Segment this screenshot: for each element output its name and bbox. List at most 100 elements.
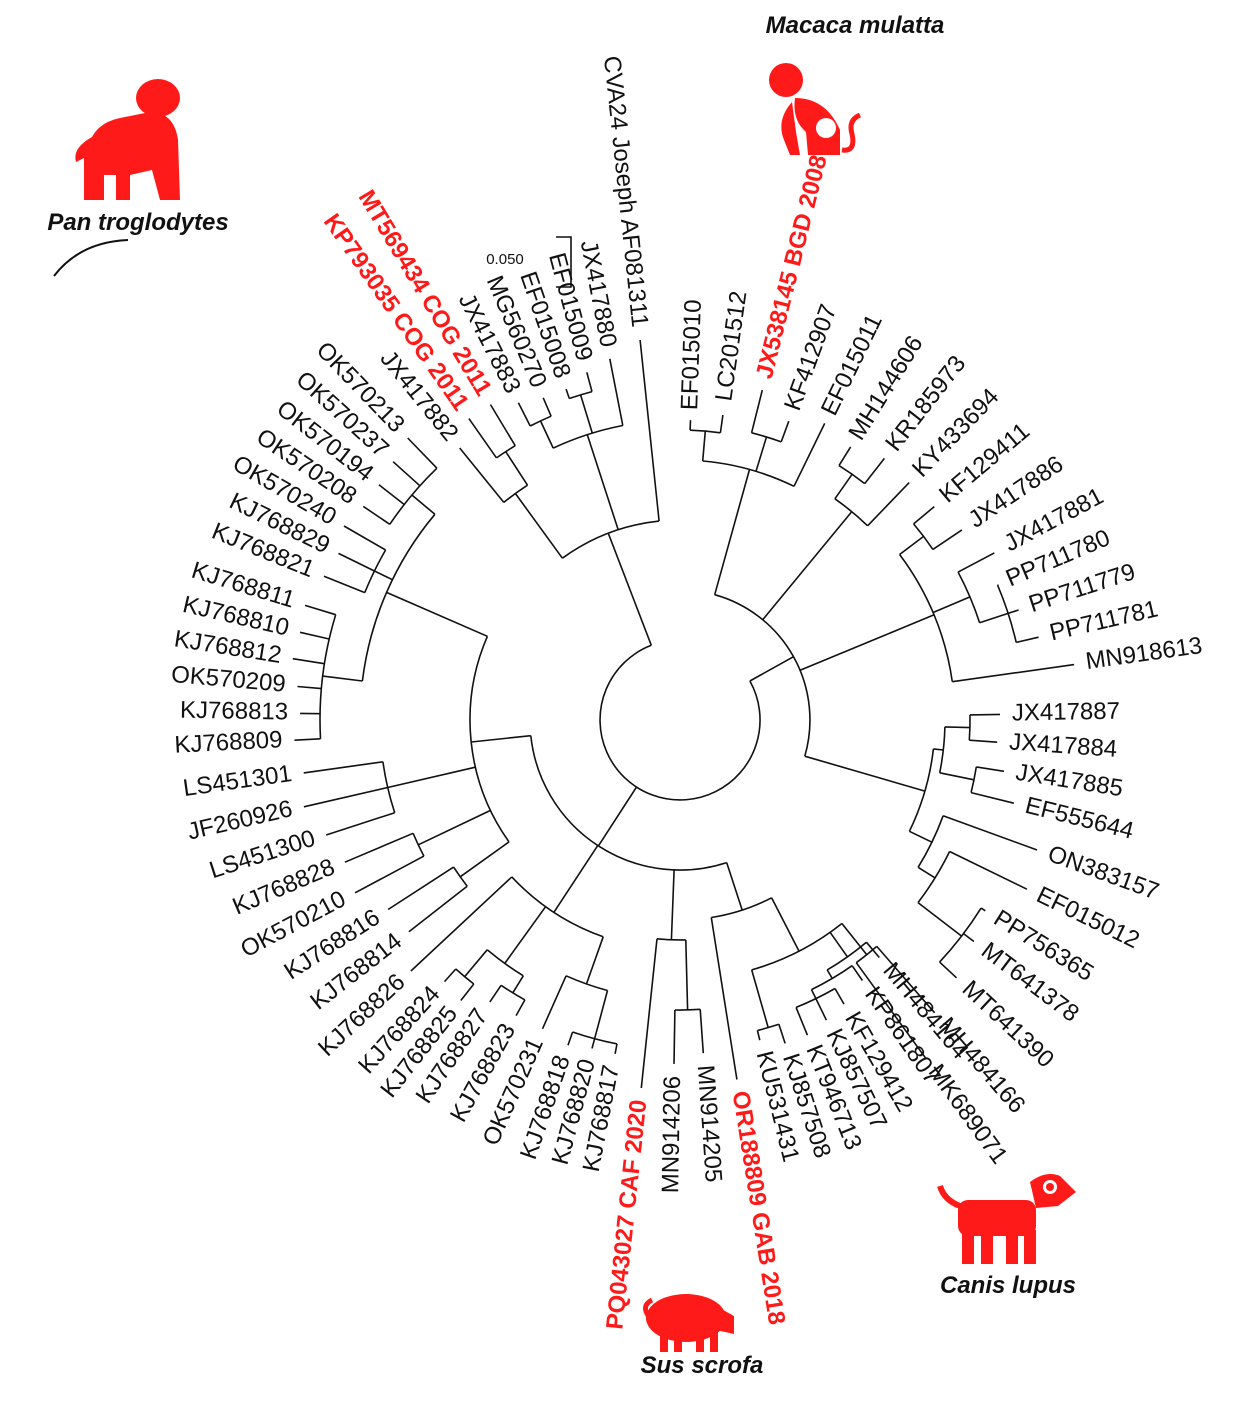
leaf-branch bbox=[393, 462, 420, 486]
leaf-branch bbox=[408, 438, 437, 468]
internal-branch bbox=[945, 727, 970, 728]
internal-branch bbox=[608, 533, 651, 645]
tree-branches bbox=[293, 340, 1074, 1088]
internal-branch bbox=[900, 536, 924, 554]
leaf-branch bbox=[516, 1000, 525, 1016]
leaf-branch bbox=[409, 886, 467, 932]
leaf-branch bbox=[781, 421, 789, 442]
internal-branch bbox=[587, 435, 618, 530]
leaf-branch bbox=[943, 816, 1037, 850]
internal-branch bbox=[918, 867, 935, 878]
leaf-branch bbox=[543, 398, 551, 416]
leaf-branch bbox=[971, 793, 1014, 804]
host-canis-lupus: Canis lupus bbox=[940, 1174, 1076, 1299]
clade-arc bbox=[715, 595, 810, 757]
leaf-branch bbox=[490, 985, 501, 1002]
leaf-branch bbox=[388, 867, 454, 909]
leaf-branch bbox=[970, 714, 1000, 715]
internal-branch bbox=[933, 597, 970, 613]
internal-branch bbox=[581, 395, 593, 433]
host-pan-troglodytes: Pan troglodytes bbox=[47, 79, 228, 276]
leaf-branch bbox=[816, 999, 827, 1021]
leaf-branch bbox=[355, 856, 424, 893]
internal-branch bbox=[750, 657, 794, 681]
leaf-branch bbox=[339, 553, 375, 571]
host-label: Sus scrofa bbox=[641, 1352, 764, 1379]
internal-branch bbox=[756, 437, 767, 472]
internal-branch bbox=[703, 431, 706, 461]
leaf-branch bbox=[304, 788, 388, 807]
internal-branch bbox=[554, 845, 598, 912]
leaf-label: LS451301 bbox=[181, 760, 293, 802]
internal-branch bbox=[830, 932, 847, 957]
leaf-label: MN914206 bbox=[657, 1076, 686, 1194]
dog-icon bbox=[940, 1174, 1076, 1264]
internal-branch bbox=[598, 787, 636, 846]
leaf-branch bbox=[295, 739, 321, 740]
internal-branch bbox=[515, 494, 562, 559]
internal-branch bbox=[940, 773, 974, 780]
internal-branch bbox=[374, 571, 392, 580]
leaf-branch bbox=[933, 530, 962, 550]
leaf-branch bbox=[379, 485, 404, 505]
leaf-branch bbox=[794, 423, 825, 486]
leaf-branch bbox=[566, 389, 569, 398]
internal-branch bbox=[505, 907, 546, 964]
leaf-branch bbox=[779, 1024, 785, 1043]
internal-branch bbox=[671, 870, 674, 940]
leaf-branch bbox=[757, 1031, 759, 1041]
leaf-branch bbox=[587, 372, 592, 391]
internal-branch bbox=[587, 937, 604, 984]
leaf-branch bbox=[958, 553, 994, 572]
leaf-branch bbox=[298, 687, 322, 689]
leaf-branch bbox=[940, 962, 957, 978]
leaf-branch bbox=[720, 415, 723, 433]
leaf-branch bbox=[461, 984, 474, 1001]
leaf-label: MN918613 bbox=[1084, 632, 1204, 675]
internal-branch bbox=[506, 452, 528, 486]
leaf-branch bbox=[445, 969, 456, 982]
leaf-branch bbox=[469, 419, 497, 458]
leaf-branch bbox=[615, 1044, 617, 1054]
leaf-label: LC201512 bbox=[710, 289, 752, 402]
leaf-label: JX417884 bbox=[1008, 728, 1118, 762]
leaf-branch bbox=[914, 507, 935, 524]
clade-arc bbox=[600, 645, 760, 800]
leaf-branch bbox=[491, 405, 516, 446]
leaf-branch bbox=[674, 1010, 675, 1064]
internal-branch bbox=[835, 474, 852, 499]
internal-branch bbox=[827, 970, 832, 979]
leaf-branch bbox=[610, 359, 623, 426]
host-label: Canis lupus bbox=[940, 1272, 1076, 1299]
internal-branch bbox=[465, 950, 488, 977]
leaf-branch bbox=[866, 942, 879, 957]
leaf-branch bbox=[952, 665, 1074, 682]
leaf-branch bbox=[568, 1032, 573, 1045]
leaf-branch bbox=[796, 1007, 807, 1035]
leaf-branch bbox=[752, 390, 763, 433]
pig-icon bbox=[645, 1294, 734, 1352]
host-bracket bbox=[54, 240, 128, 276]
internal-branch bbox=[727, 863, 743, 911]
host-label: Pan troglodytes bbox=[47, 209, 228, 236]
internal-branch bbox=[471, 736, 531, 742]
host-macaca-mulatta: Macaca mulatta bbox=[766, 12, 945, 155]
leaf-branch bbox=[326, 813, 395, 835]
leaf-branch bbox=[865, 458, 885, 483]
internal-branch bbox=[686, 940, 688, 1010]
internal-branch bbox=[460, 842, 509, 877]
internal-branch bbox=[805, 756, 925, 791]
host-sus-scrofa: Sus scrofa bbox=[641, 1294, 764, 1379]
internal-branch bbox=[980, 613, 1009, 622]
leaf-branch bbox=[868, 483, 910, 526]
leaf-branch bbox=[976, 767, 1004, 771]
internal-branch bbox=[418, 810, 490, 844]
internal-branch bbox=[715, 470, 750, 595]
internal-branch bbox=[812, 990, 816, 999]
leaf-branch bbox=[950, 852, 1027, 890]
leaf-branch bbox=[700, 1009, 703, 1053]
leaf-label: JX417887 bbox=[1012, 698, 1121, 727]
leaf-label: MN914205 bbox=[692, 1064, 727, 1183]
leaf-branch bbox=[304, 762, 383, 773]
